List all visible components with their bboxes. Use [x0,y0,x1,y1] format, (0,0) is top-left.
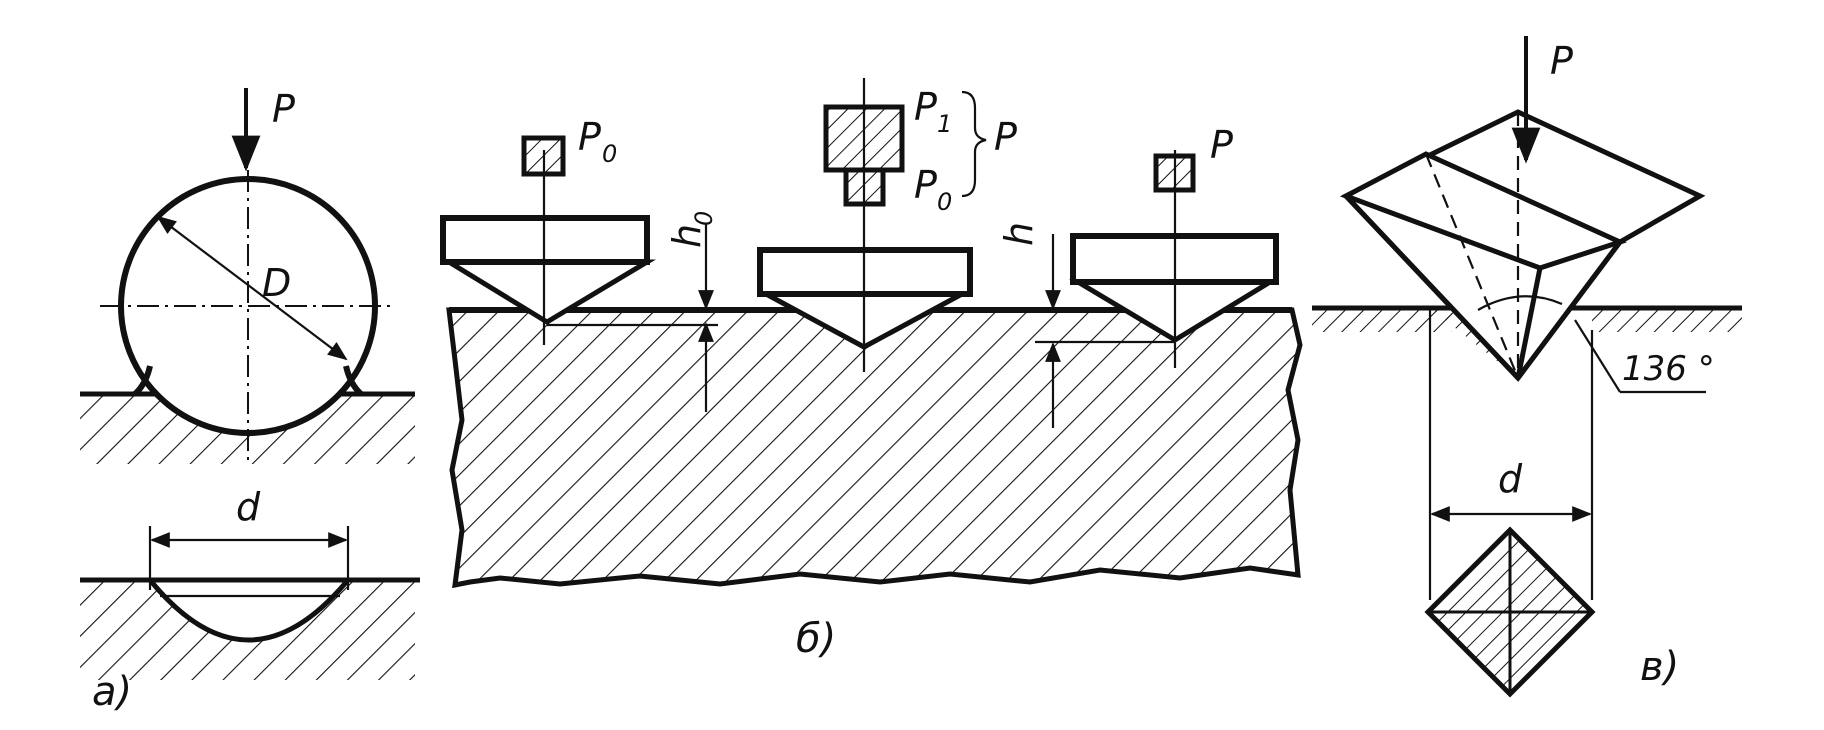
panel-a-bulge-left [132,365,153,397]
diameter-arrow [156,215,348,361]
mid-preload-label: P [914,163,937,207]
angle-arc [1477,295,1563,311]
diagonal-label: d [1498,457,1523,501]
h0-sub: 0 [690,211,718,226]
preload-sub-1: 0 [602,140,617,168]
preload-weight-2 [843,167,886,207]
indenter-2: P 1 P 0 P [757,78,1017,372]
total-load-brace [961,90,987,198]
main-load-sub: 1 [937,110,952,138]
panel-c-surface-hatch-right [1592,308,1742,332]
pyramid-edge-mid [1515,267,1543,379]
main-load-weight [823,104,905,173]
imprint-outline [148,578,350,643]
panel-a-bulge-right [343,365,364,397]
angle-leader [1574,319,1621,393]
panel-a-brinell: D P d а) [80,87,420,715]
indenter-1: P 0 [440,115,657,345]
panel-b-rockwell: P 0 h 0 P 1 P 0 P h [440,78,1303,662]
panel-b-caption: б) [796,616,836,662]
panel-a-force-label: P [272,87,295,131]
panel-c-vickers: 136 ° P d в) [1312,36,1742,698]
panel-b-specimen [446,307,1303,589]
panel-c-surface-hatch-left [1312,308,1452,332]
h-label: h [997,222,1041,246]
pyramid-edge-right [1516,240,1622,380]
main-load-label: P [914,85,937,129]
panel-c-force-label: P [1550,39,1573,83]
h0-label: h [665,224,709,248]
total-load-label: P [994,115,1017,159]
preload-weight-1 [521,135,566,177]
panel-c-caption: в) [1640,644,1679,690]
preload-weight-3 [1153,153,1196,193]
pyramid-hidden-edge [1424,153,1520,379]
indenter-3: P [1068,123,1279,368]
mid-preload-sub: 0 [937,188,952,216]
imprint-diameter-label: d [236,485,261,529]
panel-a-caption: а) [92,669,132,715]
preload-label-1: P [578,115,601,159]
diameter-label: D [262,261,291,305]
pyramid-edge-front [1344,194,1520,380]
final-load-label: P [1210,123,1233,167]
angle-label: 136 ° [1622,349,1715,389]
